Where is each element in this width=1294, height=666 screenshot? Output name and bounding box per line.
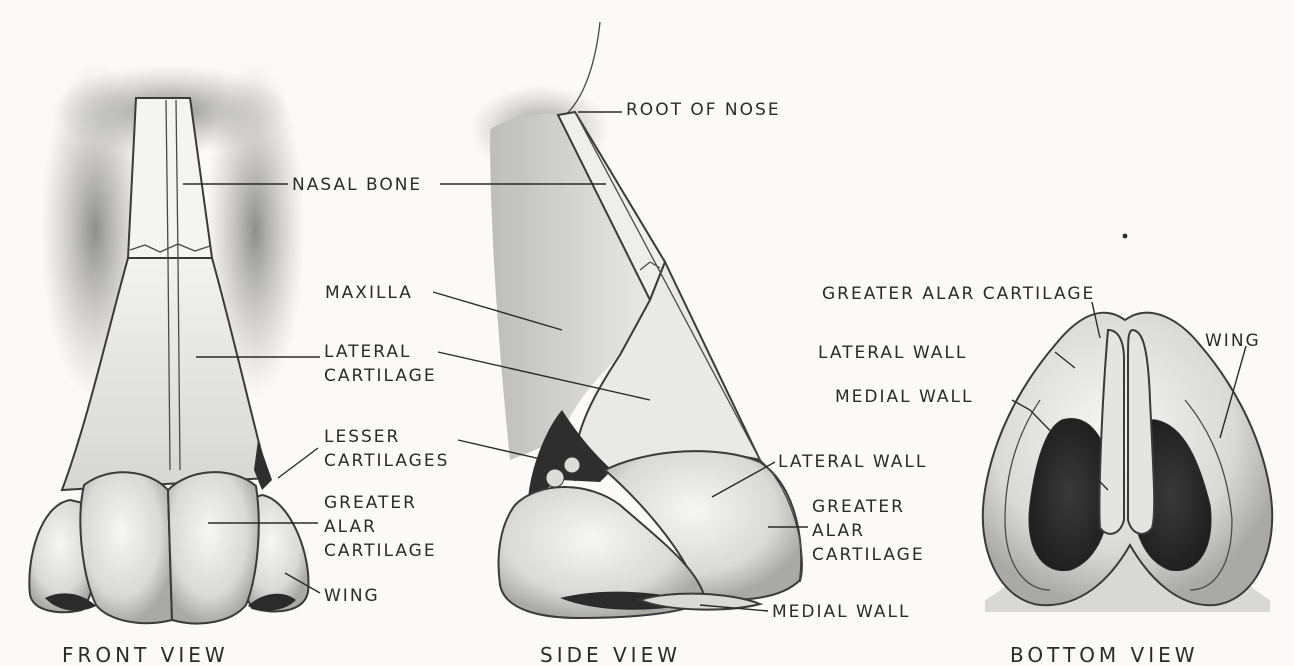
- label-side-greater-alar-line1: GREATER: [812, 497, 905, 517]
- side-lesser-nodule-2: [546, 469, 564, 487]
- label-side-medial-wall: MEDIAL WALL: [772, 602, 910, 622]
- label-root-of-nose: ROOT OF NOSE: [626, 100, 781, 120]
- front-greater-alar-right: [168, 472, 259, 623]
- label-front-greater-alar-line3: CARTILAGE: [324, 541, 437, 561]
- caption-side-view: SIDE VIEW: [540, 643, 681, 666]
- label-front-greater-alar-line2: ALAR: [324, 517, 377, 537]
- label-bottom-wing: WING: [1205, 331, 1261, 351]
- front-leader-lesser: [278, 448, 318, 478]
- label-front-wing: WING: [324, 586, 380, 606]
- label-lesser-cartilages-line1: LESSER: [324, 427, 400, 447]
- label-front-greater-alar-line1: GREATER: [324, 493, 417, 513]
- label-side-greater-alar-line2: ALAR: [812, 521, 865, 541]
- label-bottom-greater-alar-cartilage: GREATER ALAR CARTILAGE: [822, 284, 1095, 304]
- label-side-greater-alar-line3: CARTILAGE: [812, 545, 925, 565]
- caption-bottom-view: BOTTOM VIEW: [1010, 643, 1199, 666]
- ink-speck: [1123, 234, 1128, 239]
- side-lesser-nodule-1: [564, 457, 580, 473]
- label-nasal-bone: NASAL BONE: [292, 175, 422, 195]
- caption-front-view: FRONT VIEW: [62, 643, 229, 666]
- front-view: NASAL BONE LATERAL CARTILAGE LESSER CART…: [29, 60, 449, 666]
- label-maxilla: MAXILLA: [325, 283, 413, 303]
- label-lateral-cartilage-line1: LATERAL: [324, 342, 412, 362]
- label-lesser-cartilages-line2: CARTILAGES: [324, 451, 449, 471]
- label-lateral-cartilage-line2: CARTILAGE: [324, 366, 437, 386]
- label-bottom-medial-wall: MEDIAL WALL: [835, 387, 973, 407]
- front-greater-alar-left: [80, 472, 172, 623]
- label-bottom-lateral-wall: LATERAL WALL: [818, 343, 967, 363]
- label-side-lateral-wall: LATERAL WALL: [778, 452, 927, 472]
